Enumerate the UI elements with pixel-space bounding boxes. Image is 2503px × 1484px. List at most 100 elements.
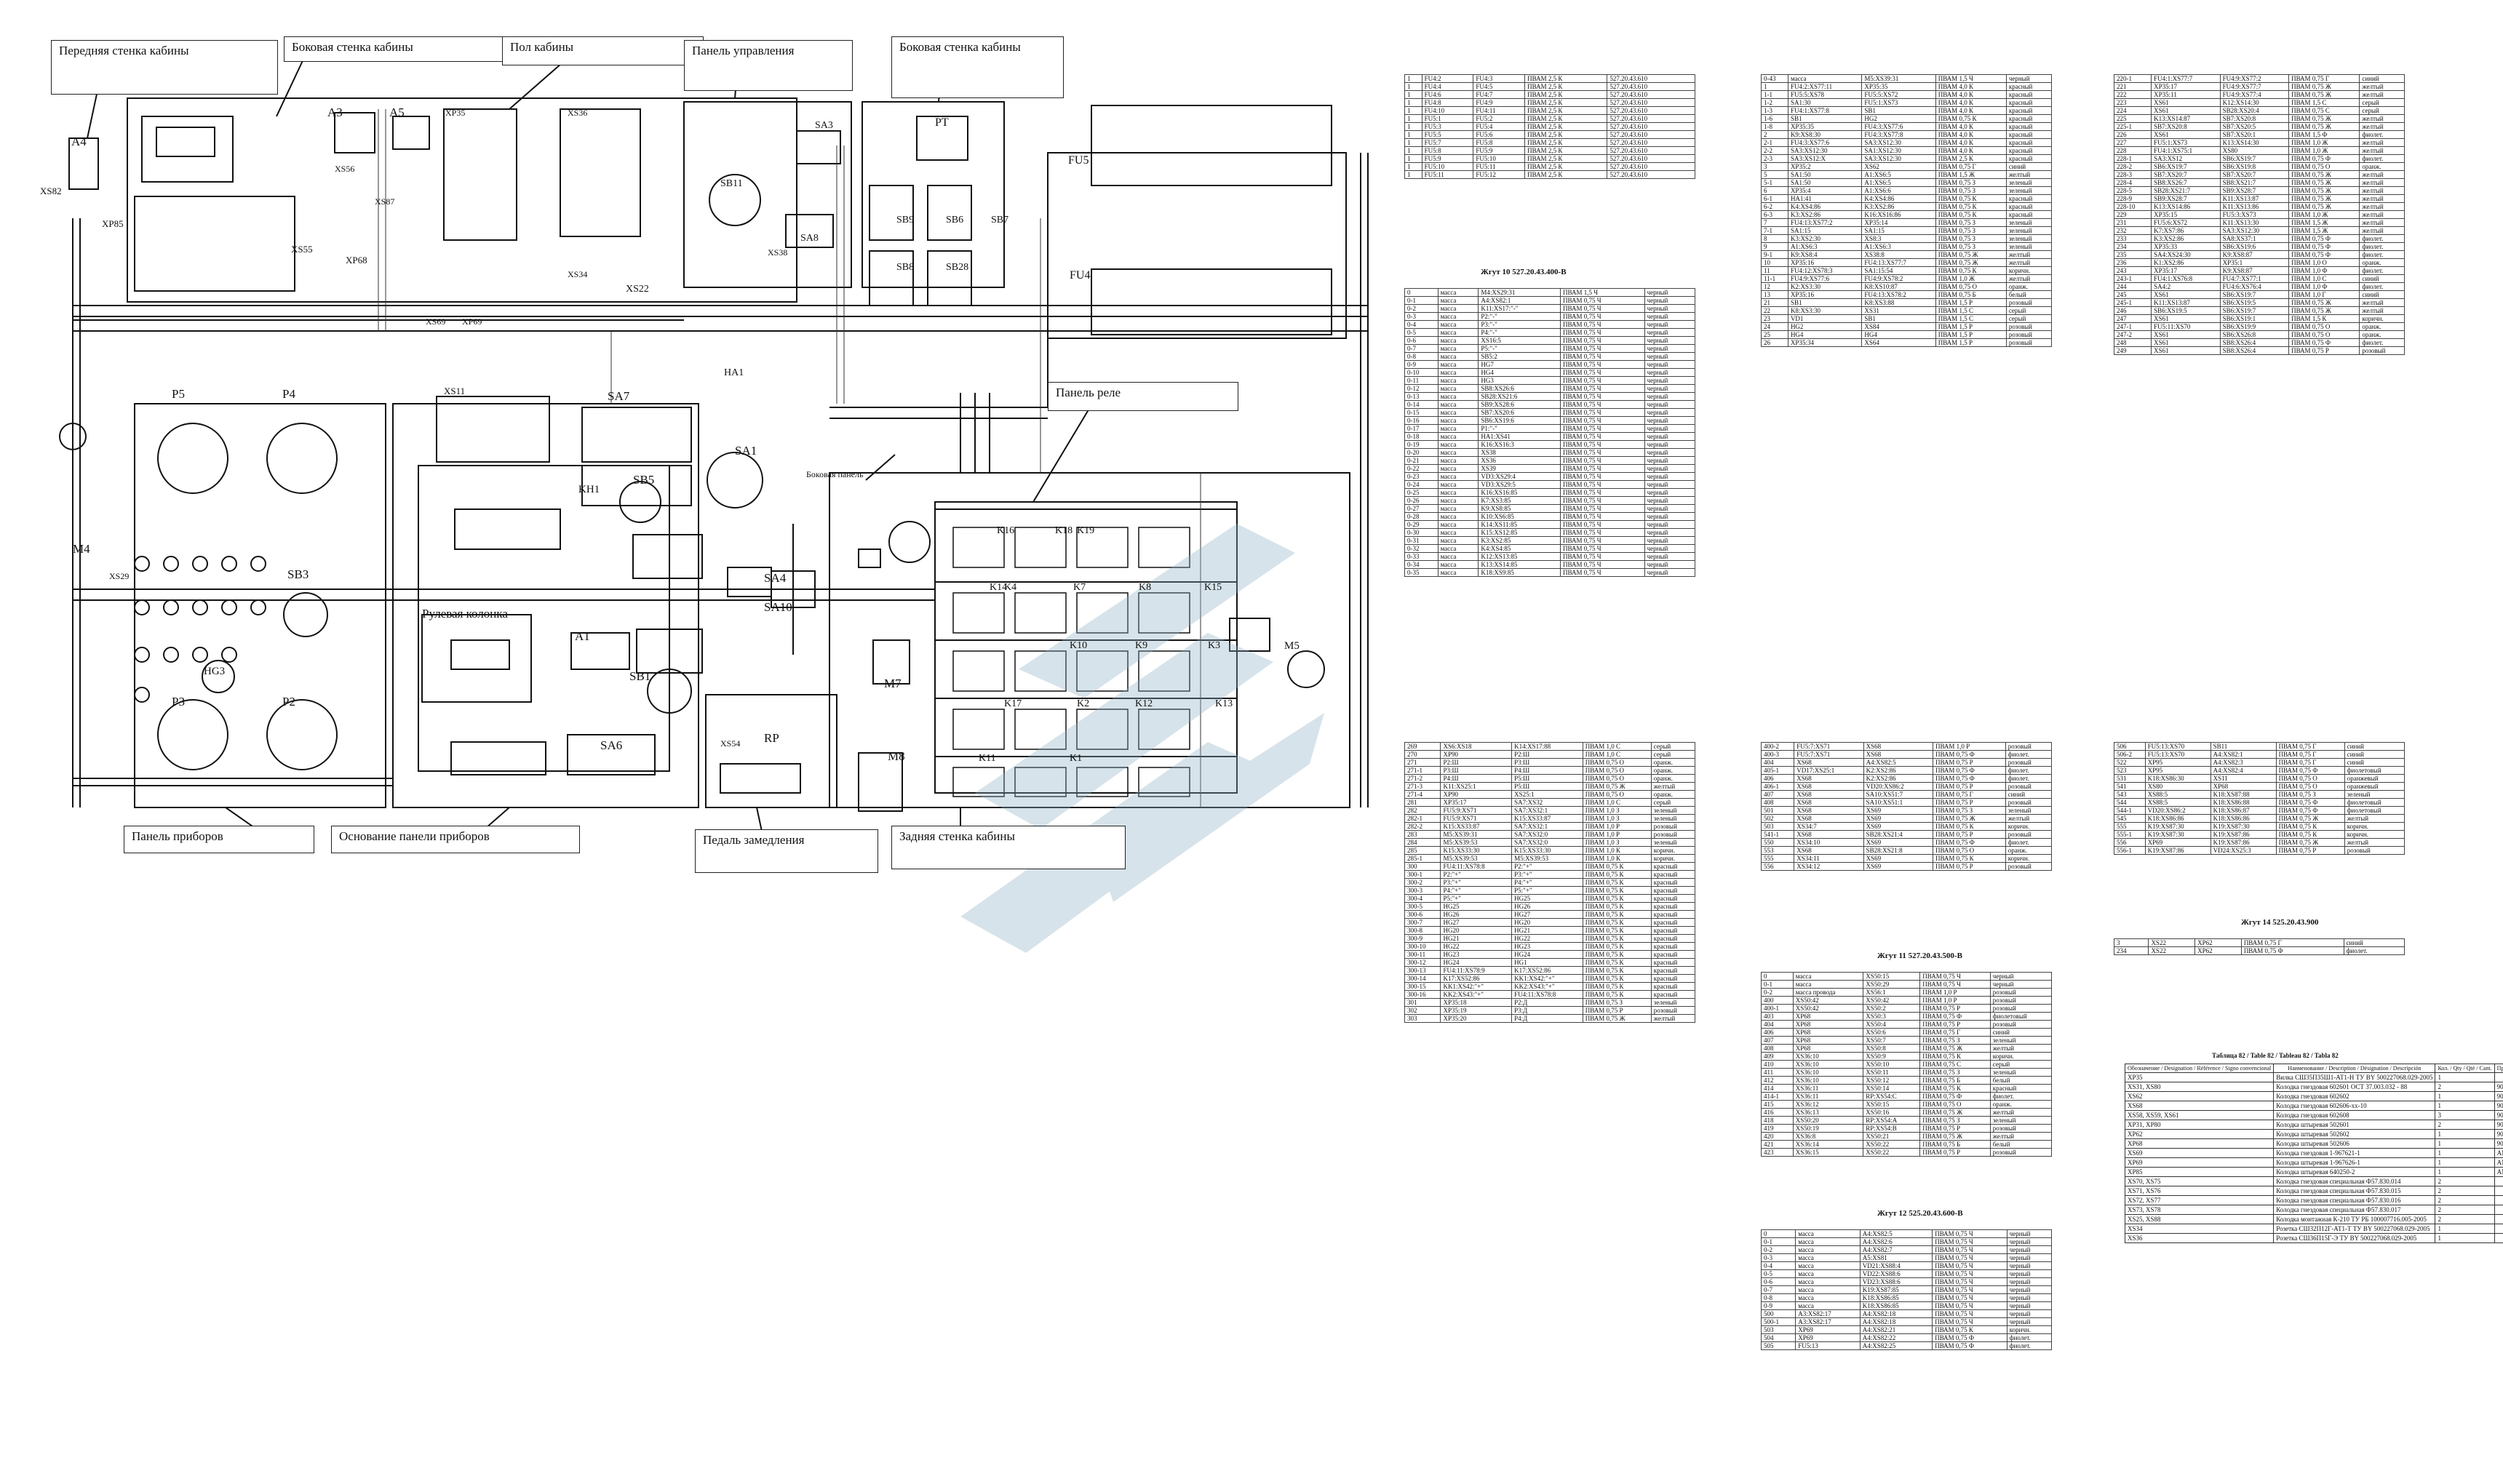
table-cell: ПВАМ 0,75 Ч xyxy=(1932,1317,2007,1326)
table-cell: XS22 xyxy=(2148,946,2196,955)
table-cell: ПВАМ 0,75 Ч xyxy=(1560,296,1645,305)
table-cell: масса xyxy=(1437,568,1479,577)
table-cell: HG23 xyxy=(1511,942,1583,951)
table-cell: 0-20 xyxy=(1404,448,1438,457)
table-cell: M5:XS39:31 xyxy=(1861,74,1936,83)
table-cell: P5:"+" xyxy=(1511,886,1583,895)
table-cell: ПВАМ 0,75 Ф xyxy=(2288,234,2360,243)
table-cell: ПВАМ 0,75 Ч xyxy=(1560,552,1645,561)
table-cell: 22 xyxy=(1761,306,1788,315)
table-cell: XS69 xyxy=(1863,806,1933,815)
table-cell: FU4:4 xyxy=(1421,82,1474,91)
table-cell: фиолет. xyxy=(2006,1333,2053,1342)
table-cell: масса xyxy=(1795,1229,1861,1238)
table-cell: HG20 xyxy=(1511,918,1583,927)
table-cell: HG20 xyxy=(1440,926,1513,935)
brake-pedal-frame xyxy=(705,694,837,808)
table-cell: XP68 xyxy=(1792,1028,1864,1037)
label-SB8: SB8 xyxy=(896,262,915,273)
table-cell: FU4:13:XS77:2 xyxy=(1787,218,1863,227)
table-cell: SB5:2 xyxy=(1478,352,1561,361)
table-cell: ПВАМ 0,75 К xyxy=(1582,926,1652,935)
table-cell: ПВАМ 0,75 Р xyxy=(2288,346,2360,355)
table-cell: черный xyxy=(1644,496,1696,505)
table-cell: 21 xyxy=(1761,298,1788,307)
table-cell: SB7:XS20:7 xyxy=(2219,170,2290,179)
table-cell: 246 xyxy=(2113,306,2152,315)
table-cell: 545 xyxy=(2114,814,2146,823)
table-cell: черный xyxy=(1644,344,1696,353)
legend-cell: XS69 xyxy=(2124,1148,2275,1158)
table-cell: 223 xyxy=(2113,98,2152,107)
table-cell: ПВАМ 0,75 К xyxy=(1919,1084,1991,1093)
table-cell: FU5:1:XS73 xyxy=(2151,138,2221,147)
table-cell: ПВАМ 2,5 К xyxy=(1524,122,1608,131)
label-XS22: XS22 xyxy=(626,284,649,295)
table-cell: масса xyxy=(1437,528,1479,537)
table-cell: 0-27 xyxy=(1404,504,1438,513)
table-cell: ПВАМ 0,75 Ч xyxy=(1560,472,1645,481)
table-cell: фиолетовый xyxy=(2344,766,2405,775)
table-cell: FU4:3:XS77:6 xyxy=(1861,122,1936,131)
table-cell: масса xyxy=(1437,552,1479,561)
legend-cell: XS70, XS75 xyxy=(2124,1176,2275,1186)
table-cell: красный xyxy=(1650,982,1696,991)
table-cell: черный xyxy=(1644,328,1696,337)
label-XP85: XP85 xyxy=(102,218,124,229)
table-cell: HG26 xyxy=(1440,910,1513,919)
legend-cell: AMP xyxy=(2494,1148,2503,1158)
table-cell: 555 xyxy=(2114,822,2146,831)
legend-cell: XP85 xyxy=(2124,1167,2275,1177)
table-cell: XS68 xyxy=(1794,846,1864,855)
table-cell: 247-2 xyxy=(2113,330,2152,339)
table-cell: 271-1 xyxy=(1404,766,1441,775)
table-cell: желтый xyxy=(2359,202,2405,211)
table-cell: FU5:5:XS78 xyxy=(1787,90,1863,99)
table-cell: розовый xyxy=(1989,1124,2053,1133)
legend-cell xyxy=(2494,1214,2503,1224)
table-cell: K18:XS86:87 xyxy=(2210,806,2277,815)
table-cell: K18:XS86:30 xyxy=(2144,774,2211,783)
table-cell: ПВАМ 0,75 Ж xyxy=(1935,258,2007,267)
table-cell: ПВАМ 1,5 Ж xyxy=(1935,170,2007,179)
legend-cell: XS34 xyxy=(2124,1224,2275,1234)
table-cell: зеленый xyxy=(1989,1116,2053,1125)
table-cell: 284 xyxy=(1404,838,1441,847)
legend-header-cell: Примечание / Remark / Note / Observacion… xyxy=(2494,1064,2503,1073)
table-cell: 0-25 xyxy=(1404,488,1438,497)
table-cell: P4:Ш xyxy=(1440,774,1513,783)
table-cell: коричн. xyxy=(2005,266,2053,275)
legend-header-cell: Кол. / Qty / Qté / Cant. xyxy=(2435,1064,2495,1073)
legend-title: Таблица 82 / Table 82 / Tableau 82 / Tab… xyxy=(2212,1052,2339,1059)
table-cell: ПВАМ 0,75 К xyxy=(1582,862,1652,871)
legend-cell xyxy=(2494,1195,2503,1205)
table-cell: SA1:50 xyxy=(1787,178,1863,187)
table-cell: ПВАМ 1,5 Р xyxy=(1935,338,2007,347)
table-cell: красный xyxy=(2005,138,2053,147)
table-cell: ПВАМ 2,5 К xyxy=(1524,114,1608,123)
table-cell: 503 xyxy=(1760,1325,1796,1334)
label-K19: K19 xyxy=(1077,525,1095,536)
table-cell: 544-1 xyxy=(2114,806,2146,815)
table-cell: KK2:XS43:"+" xyxy=(1440,990,1513,999)
table-cell: масса xyxy=(1437,440,1479,449)
table-cell: K18:XS86:86 xyxy=(2144,814,2211,823)
table-cell: фиолет. xyxy=(2005,750,2053,759)
table-cell: 0-7 xyxy=(1760,1285,1796,1294)
label-SA1: SA1 xyxy=(735,444,757,458)
legend-cell: XS68 xyxy=(2124,1101,2275,1111)
table-cell: FU5:7:XS71 xyxy=(1794,742,1864,751)
table-cell: 404 xyxy=(1761,1020,1794,1029)
table-cell: 1 xyxy=(1404,98,1422,107)
